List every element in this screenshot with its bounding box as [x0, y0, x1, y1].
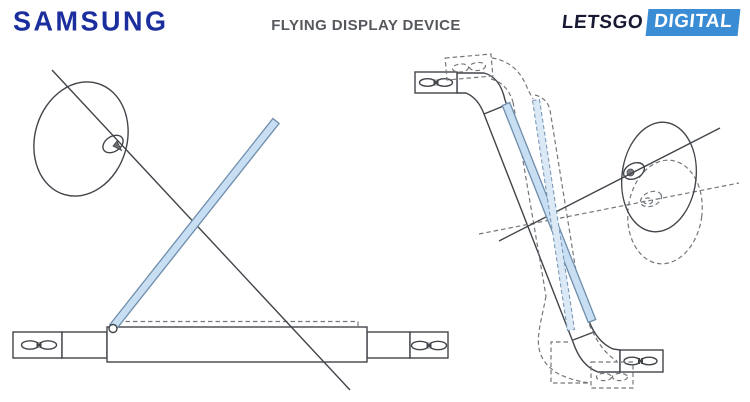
page-title: FLYING DISPLAY DEVICE [0, 17, 750, 34]
rotor-disc [33, 81, 129, 197]
samsung-logo: SAMSUNG [13, 5, 169, 37]
propeller-icon [623, 356, 658, 366]
figure-side-view [12, 69, 449, 391]
rotation-axis-line [498, 127, 721, 242]
rotor-disc [620, 121, 698, 233]
rotor-hub-facet [112, 140, 123, 152]
left-arm [61, 331, 108, 359]
body-center-section [106, 326, 368, 363]
propeller-icon [20, 340, 58, 350]
hinge-pivot [108, 323, 118, 334]
rotor-hub-dashed [639, 190, 663, 208]
display-panel-dashed [531, 98, 576, 332]
body-joint-line [572, 331, 595, 341]
figure-perspective-view [414, 53, 740, 389]
display-folded-position-dashed [118, 320, 359, 327]
top-rotor-module-dashed [444, 53, 494, 81]
page-title-text: FLYING DISPLAY DEVICE [271, 17, 461, 34]
rotor-disc-dashed [627, 159, 703, 265]
right-arm [366, 331, 411, 359]
bottom-rotor-module-dashed [590, 361, 634, 389]
rotation-axis-line [51, 69, 351, 391]
propeller-icon [410, 340, 448, 351]
rotation-axis-line-dashed [478, 182, 740, 235]
display-panel [108, 117, 281, 331]
propeller-icon [418, 77, 454, 87]
